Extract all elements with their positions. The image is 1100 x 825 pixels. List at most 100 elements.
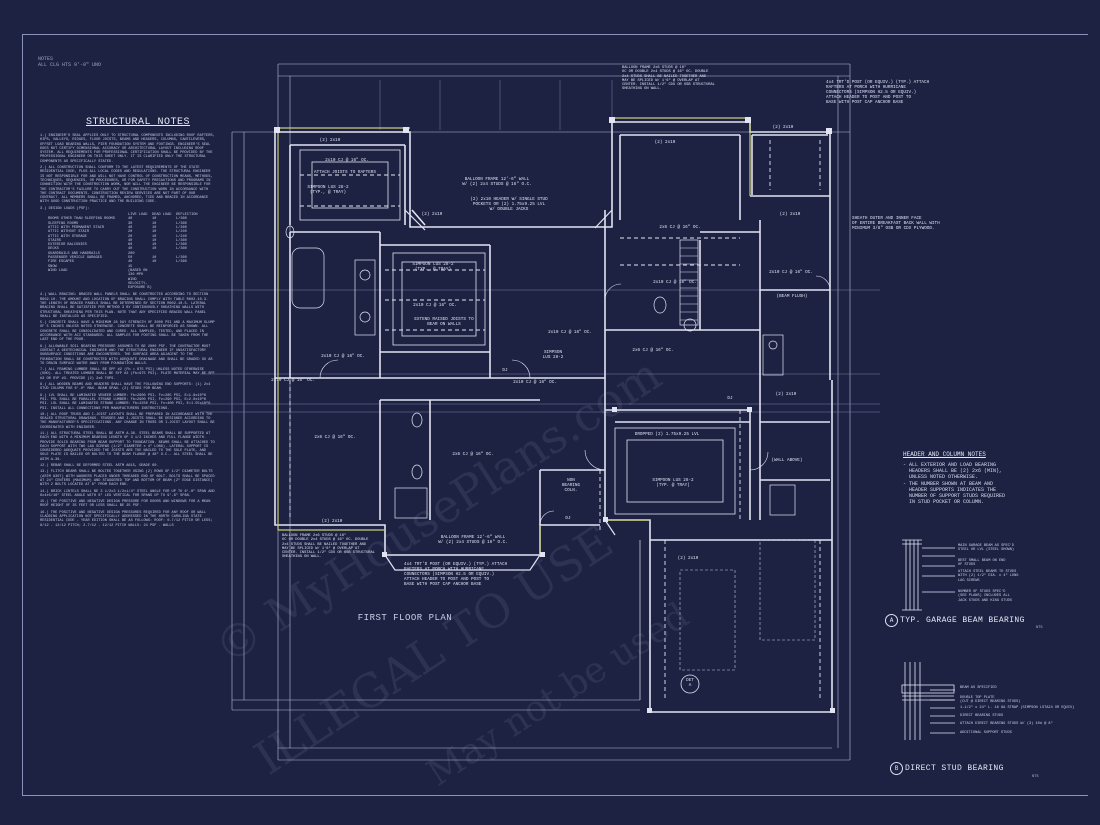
header-label: (2) 2x10 [319,138,341,143]
plan-detail-bubble [680,674,700,694]
load-cell: 10 [152,247,157,252]
plan-title: FIRST FLOOR PLAN [357,613,453,623]
load-cell: 40 [128,260,133,265]
detail-b-label: DOUBLE TOP PLATE (CUT @ DIRECT BEARING S… [960,696,1021,705]
joist-label: 2x10 CJ @ 16" OC. [413,303,457,308]
load-cell: EXTERIOR BALCONIES [48,243,87,248]
callout-extend-joists: EXTEND RAISED JOISTS TO BEAR ON WALLS [414,317,474,327]
load-cell: PASSENGER VEHICLE GARAGES [48,256,102,261]
header-label: (2) 2x10 [779,212,801,217]
load-cell: 60 [128,243,133,248]
load-cell: DEAD LOAD [152,213,172,218]
callout-top-balloon: BALLOON FRAME 12'-6" WALL W/ (2) 2x4 STU… [462,177,532,187]
detail-b-title: DIRECT STUD BEARING [905,764,1004,773]
header-note-line: IN STUD POCKET OR COLUMN. [903,499,985,506]
note-paragraph: 13.) FLITCH BEAMS SHALL BE BOLTED TOGETH… [40,470,215,488]
joist-label: 2x6 CJ @ 16" OC. [659,225,701,230]
note-paragraph: 14.) BRICK LINTELS SHALL BE 3 1/2x3 1/2x… [40,489,215,498]
load-cell: ATTIC WITH PERMANENT STAIR [48,225,105,230]
load-cell: WIND LOAD [48,268,68,273]
note-paragraph: 12.) REBAR SHALL BE DEFORMED STEEL ASTM … [40,464,159,469]
load-cell: 10 [152,217,157,222]
load-cell: 10 [152,234,157,239]
notes-header: NOTES ALL CLG HTS 9'-0" UNO [38,56,101,68]
fixtures [285,225,796,700]
header-note-line: HEADERS SHALL BE (2) 2x6 (MIN), [903,468,1003,475]
detail-a-marker: A [885,614,898,627]
load-cell: 20 [128,234,133,239]
callout-simpson-mid: SIMPSON LUS 28-2 [542,350,564,360]
callout-top-right-balloon: BALLOON FRAME 2x6 STUDS @ 16" OC OR DOUB… [622,66,715,92]
note-paragraph: 8.) ALL WOODEN BEAMS AND HEADERS SHALL H… [40,383,211,392]
note-paragraph: 7.) ALL FRAMING LUMBER SHALL BE SPF #2 (… [40,368,215,381]
note-paragraph: 4.) WALL BRACING: BRACED WALL PANELS SHA… [40,293,209,319]
tray-ceilings [299,149,736,515]
load-cell: 40 [128,247,133,252]
joist-label: 2x10 CJ @ 16" OC. [653,280,697,285]
load-cell: 10 [152,230,157,235]
load-cell: ATTIC WITHOUT STAIR [48,230,89,235]
stairs [680,247,698,321]
joist-label: 2x10 CJ @ 16" OC. [548,330,592,335]
callout-bot-balloon: BALLOON FRAME 12'-6" WALL W/ (2) 2x4 STU… [438,535,508,545]
callout-wall-above: (WALL ABOVE) [771,458,803,463]
load-cell: 10 [152,243,157,248]
header-note-line: - THE NUMBER SHOWN AT BEAM AND [903,480,994,487]
detail-a-label: MAIN GARAGE BEAM AS SPEC'D STEEL OR LVL … [958,544,1015,553]
note-paragraph: 16.) THE POSITIVE AND NEGATIVE DESIGN PR… [40,510,213,528]
header-label: (2) 2x10 [321,519,343,524]
note-paragraph: 11.) ALL STRUCTURAL STEEL SHALL BE ASTM … [40,432,215,462]
note-paragraph: 9.) LVL SHALL BE LAMINATED VENEER LUMBER… [40,393,211,411]
load-row: WIND LOAD (BASED ON 130 MPH WIND VELOCITY… [48,269,215,290]
header-note-line: HEADER SUPPORTS INDICATES THE [903,486,997,493]
callout-top-header: (2) 2x10 HEADER W/ SINGLE STUD POCKETS O… [470,197,548,212]
sheet-border-bottom [22,795,1088,796]
note-paragraph: 1.) ENGINEER'S SEAL APPLIES ONLY TO STRU… [40,134,215,164]
header-label: (2) 2x10 [654,140,676,145]
note-paragraph: 6.) ALLOWABLE SOIL BEARING PRESSURE ASSU… [40,344,213,366]
structural-notes-body: 1.) ENGINEER'S SEAL APPLIES ONLY TO STRU… [40,134,215,530]
load-cell: 200 [128,251,135,256]
header-label: (2) 2x10 [421,212,443,217]
load-cell: L/240 [176,234,187,239]
callout-det-a: DET A [686,678,694,688]
detail-b-nts: NTS [1032,775,1039,779]
load-cell: FIRE ESCAPES [48,260,74,265]
joist-label: 2x10 CJ @ 16" OC. [321,354,365,359]
garage-cars [679,539,816,671]
header-note-line: UNLESS NOTED OTHERWISE. [903,474,979,481]
load-cell: (BASED ON 130 MPH WIND VELOCITY, EXPOSUR… [128,268,152,291]
detail-b-label: 1-1/2" x 24" L. 18 GA STRAP (SIMPSON LST… [960,706,1075,710]
load-cell: 10 [152,256,157,261]
header-label: (2) 2x10 [775,392,797,397]
load-cell: L/360 [176,217,187,222]
load-cell: DEFLECTION [176,213,198,218]
load-cell: 50 [128,256,133,261]
callout-sheath: SHEATH OUTER AND INNER FACE OF ENTIRE BR… [852,216,940,231]
joist-label: 2x10 CJ @ 16" OC. [513,380,557,385]
callout-simpson-lus-mid: SIMPSON LUS 28-2 (TYP., @ TRAY) [412,262,454,272]
detail-a-drawing [902,539,955,611]
callout-beam-flush: (BEAM FLUSH) [776,294,808,299]
note-paragraph: 5.) CONCRETE SHALL HAVE A MINIMUM 28 DAY… [40,321,215,343]
callout-attach-joists: ATTACH JOISTS TO RAFTERS [314,170,376,175]
bay-window [384,209,616,571]
load-cell: STAIRS [48,238,61,243]
header-label: (2) 2x10 [772,125,794,130]
load-cell: L/360 [176,256,187,261]
detail-b-label: BEAM AS SPECIFIED [960,686,997,690]
load-cell: L/240 [176,230,187,235]
load-cell: 40 [128,238,133,243]
notes-header-line2: ALL CLG HTS 9'-0" UNO [38,62,102,68]
structural-notes-title: STRUCTURAL NOTES [86,117,191,128]
note-paragraph: 3.) DESIGN LOADS (PSF): [40,206,90,211]
